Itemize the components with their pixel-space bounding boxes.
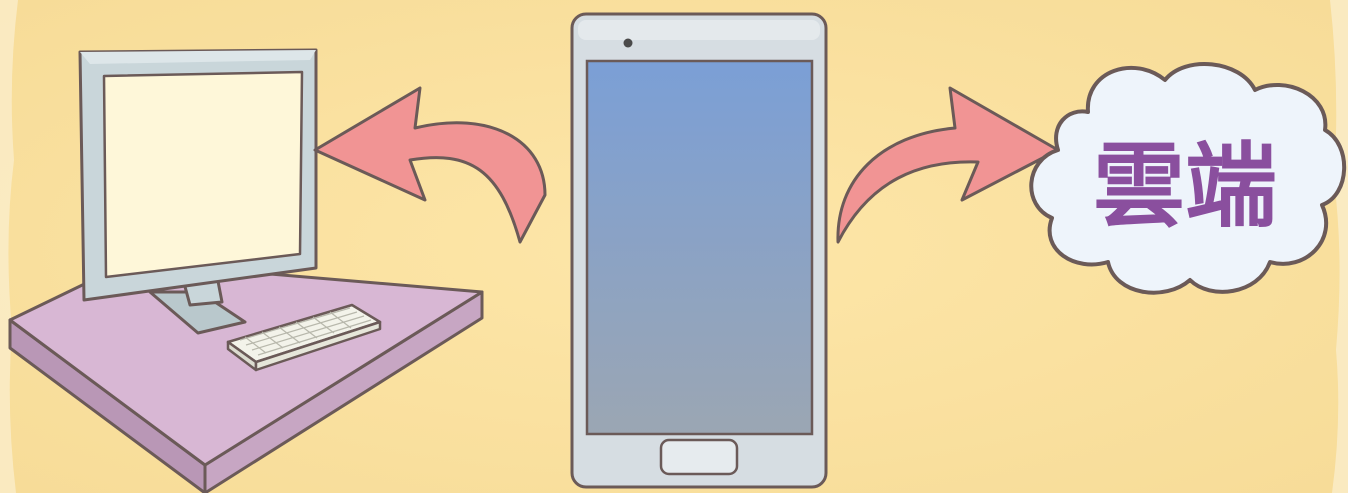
smartphone-icon	[572, 14, 826, 487]
phone-screen	[587, 61, 812, 434]
cloud-label: 雲端	[1093, 133, 1277, 240]
monitor-screen	[104, 72, 302, 277]
phone-camera	[624, 39, 633, 48]
phone-home-button	[661, 440, 737, 474]
